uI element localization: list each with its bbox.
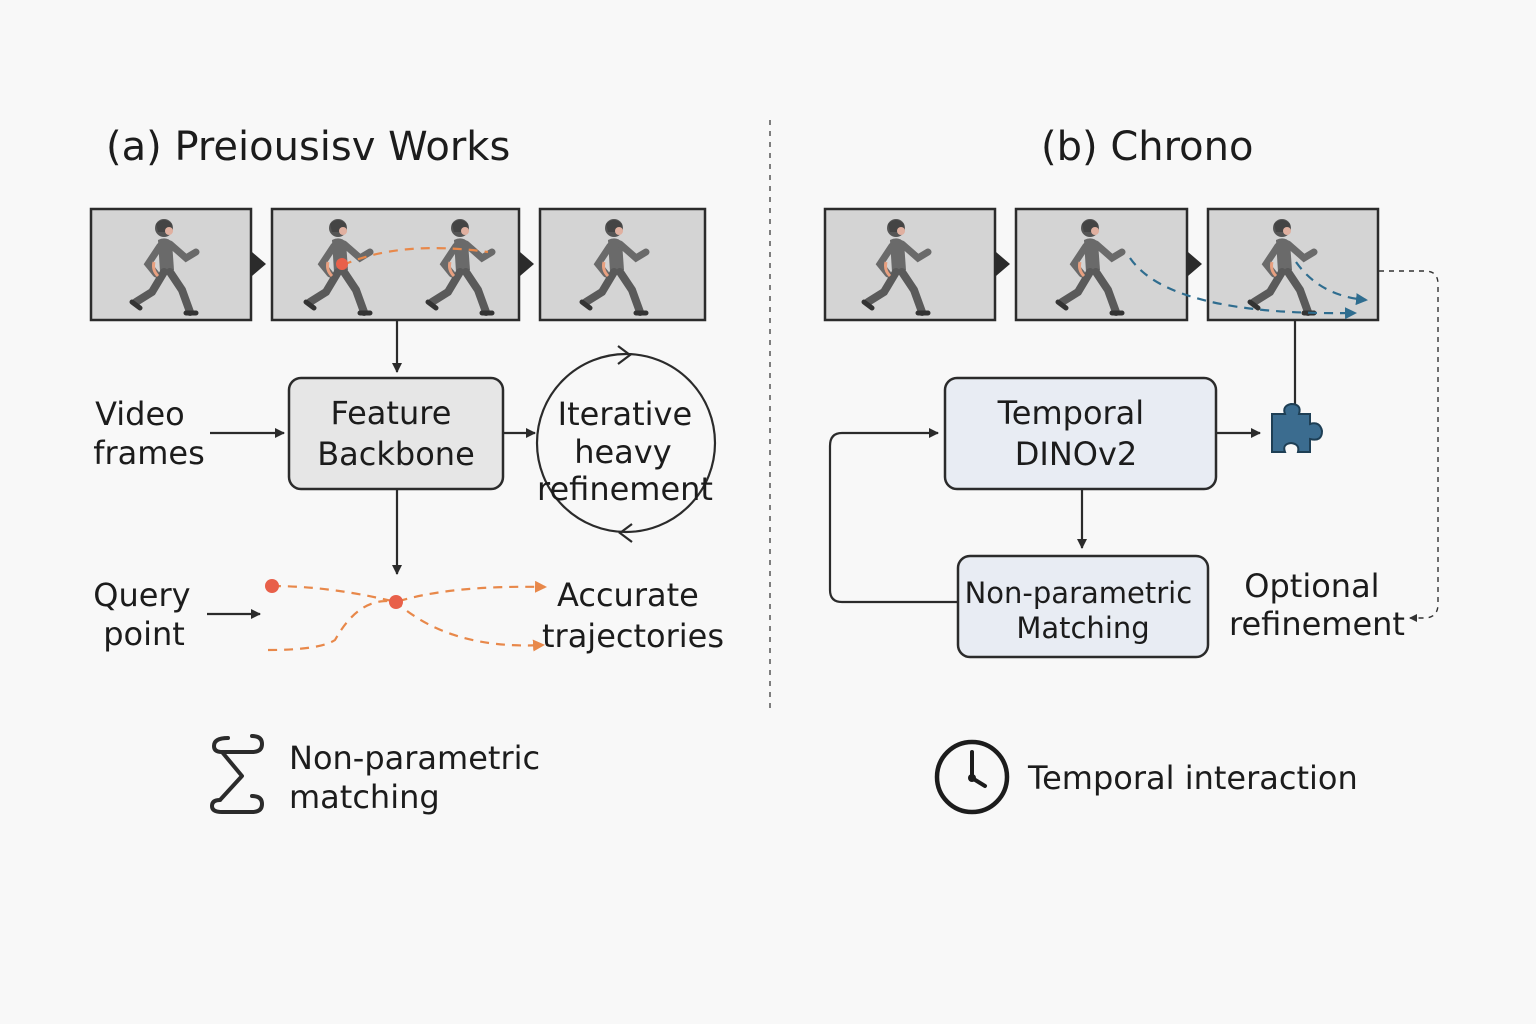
video-frame-b1 xyxy=(823,207,997,322)
puzzle-piece-icon xyxy=(1271,402,1324,453)
panel-b: (b) Chrono Temporal DINOv2 xyxy=(823,124,1439,815)
frame-arrow xyxy=(520,252,534,276)
iterative-refinement-label: Iterative heavy refinement xyxy=(537,395,713,508)
video-frame-1 xyxy=(89,207,253,322)
panel-b-title: (b) Chrono xyxy=(1041,124,1253,170)
iterative-refinement-cycle: Iterative heavy refinement xyxy=(535,345,717,543)
video-frame-b3 xyxy=(1206,207,1380,322)
feature-backbone-box: Feature Backbone xyxy=(287,376,505,491)
trajectories xyxy=(265,579,547,652)
optional-refinement-label: Optional refinement xyxy=(1229,567,1405,643)
video-frame-b2 xyxy=(1014,207,1189,322)
feature-backbone-label: Feature Backbone xyxy=(317,394,475,473)
video-frame-3 xyxy=(538,207,707,322)
cycle-arrowhead xyxy=(617,345,632,365)
legend-a-label: Non-parametric matching xyxy=(289,739,550,816)
video-frames-label: Video frames xyxy=(93,395,205,472)
frame-arrow xyxy=(252,252,266,276)
cycle-arrowhead xyxy=(618,523,633,543)
clock-icon xyxy=(934,739,1010,815)
panel-a-title: (a) Preiousisv Works xyxy=(106,124,510,170)
frame-arrow xyxy=(996,252,1010,276)
legend-b-label: Temporal interaction xyxy=(1027,759,1358,797)
feedback-loop xyxy=(828,428,958,604)
non-parametric-matching-box: Non-parametric Matching xyxy=(956,554,1210,659)
query-dot xyxy=(265,579,279,593)
trajectory-b-2 xyxy=(1295,261,1368,306)
sigma-icon xyxy=(209,734,265,814)
optional-refinement-loop xyxy=(1379,270,1439,622)
non-parametric-matching-label: Non-parametric Matching xyxy=(965,576,1202,645)
match-dot xyxy=(389,595,403,609)
trajectory-1 xyxy=(271,580,547,604)
temporal-dinov2-label: Temporal DINOv2 xyxy=(997,394,1155,473)
trajectory-b-1 xyxy=(1129,257,1357,320)
trajectory-2 xyxy=(267,600,545,652)
accurate-trajectories-label: Accurate trajectories xyxy=(542,576,724,655)
panel-a: (a) Preiousisv Works Video frames xyxy=(89,124,724,816)
video-frame-2 xyxy=(270,207,521,322)
frame-arrow xyxy=(1188,252,1202,276)
query-point-label: Query point xyxy=(93,576,200,653)
temporal-dinov2-box: Temporal DINOv2 xyxy=(943,376,1218,491)
track-curve xyxy=(342,247,489,267)
track-point xyxy=(336,258,348,270)
